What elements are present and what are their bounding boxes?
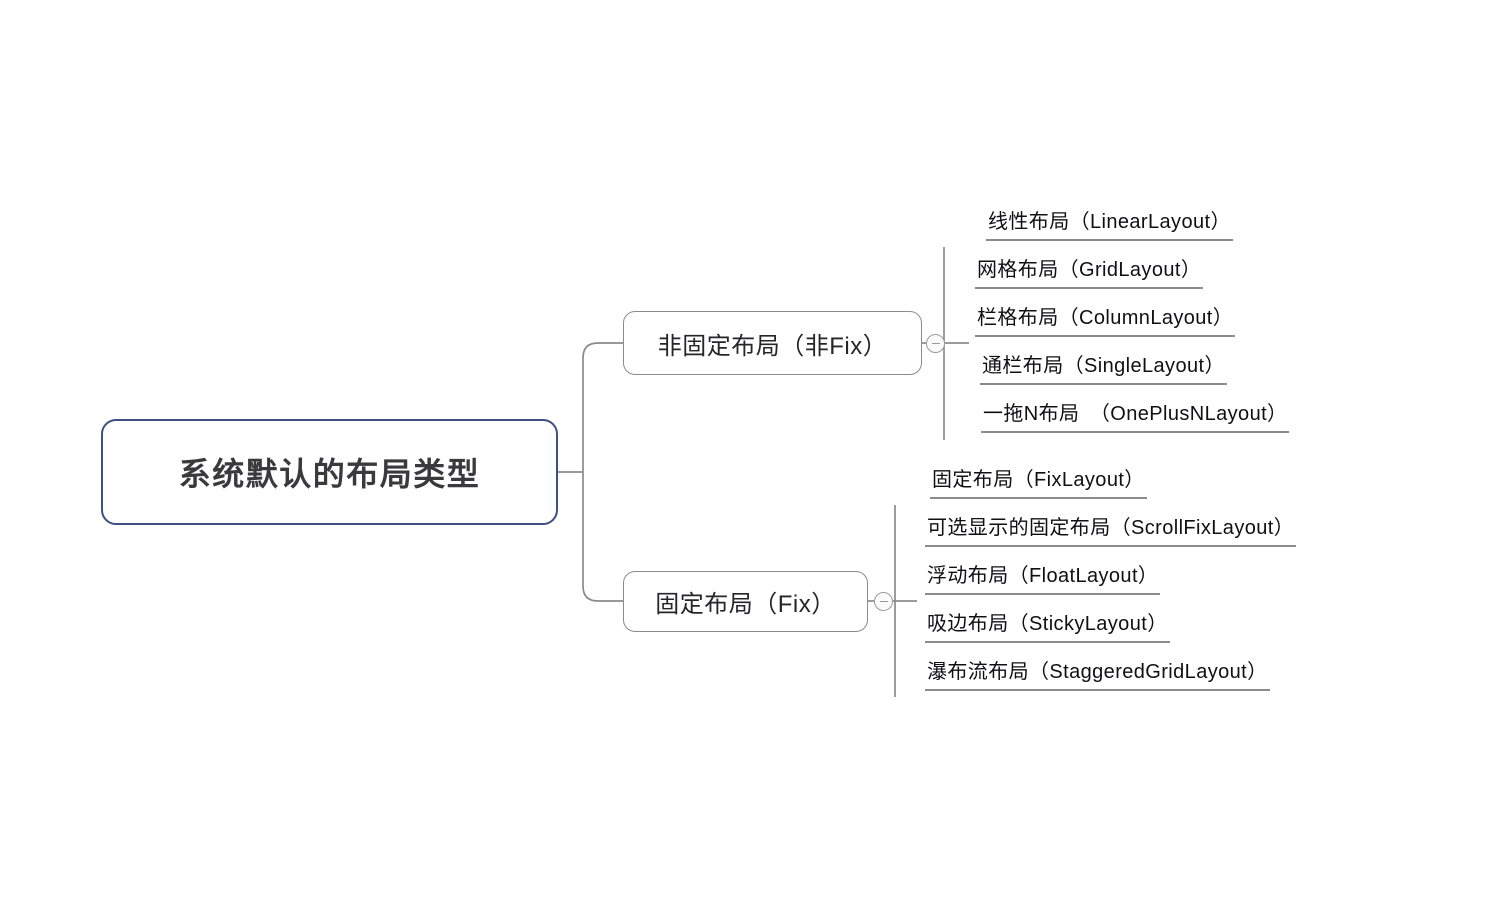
leaf-underline xyxy=(925,689,1270,691)
root-node-label: 系统默认的布局类型 xyxy=(178,456,481,492)
minus-circle-icon[interactable] xyxy=(874,592,893,611)
leaf-underline xyxy=(986,239,1233,241)
leaf-item-label: 网格布局（GridLayout） xyxy=(977,259,1202,281)
leaf-underline xyxy=(925,545,1296,547)
branch-node-label: 非固定布局（非Fix） xyxy=(657,332,888,360)
leaf-underline xyxy=(925,641,1170,643)
leaf-item-label: 吸边布局（StickyLayout） xyxy=(927,613,1168,635)
root-to-branch-0-line xyxy=(582,342,623,472)
minus-glyph xyxy=(879,600,888,603)
root-to-branch-1-line xyxy=(582,472,623,602)
leaf-item-label: 浮动布局（FloatLayout） xyxy=(927,565,1159,587)
leaf-underline xyxy=(981,431,1289,433)
branch-node-non-fixed[interactable]: 非固定布局（非Fix） xyxy=(623,311,922,375)
leaf-item[interactable]: 线性布局（LinearLayout） xyxy=(986,212,1233,241)
leaf-item-label: 一拖N布局 （OnePlusNLayout） xyxy=(983,403,1288,425)
leaf-item-label: 可选显示的固定布局（ScrollFixLayout） xyxy=(927,517,1295,539)
leaf-item[interactable]: 浮动布局（FloatLayout） xyxy=(925,566,1160,595)
leaf-item[interactable]: 一拖N布局 （OnePlusNLayout） xyxy=(981,404,1289,433)
leaf-underline xyxy=(930,497,1147,499)
leaf-item[interactable]: 栏格布局（ColumnLayout） xyxy=(975,308,1235,337)
leaf-underline xyxy=(980,383,1227,385)
minus-circle-icon[interactable] xyxy=(926,334,945,353)
leaf-item-label: 栏格布局（ColumnLayout） xyxy=(977,307,1234,329)
leaf-item[interactable]: 可选显示的固定布局（ScrollFixLayout） xyxy=(925,518,1296,547)
leaf-item[interactable]: 网格布局（GridLayout） xyxy=(975,260,1203,289)
leaf-item[interactable]: 吸边布局（StickyLayout） xyxy=(925,614,1170,643)
minus-glyph xyxy=(931,342,940,345)
leaf-item-label: 通栏布局（SingleLayout） xyxy=(982,355,1225,377)
leaf-item[interactable]: 固定布局（FixLayout） xyxy=(930,470,1147,499)
leaf-underline xyxy=(975,287,1203,289)
leaf-item[interactable]: 通栏布局（SingleLayout） xyxy=(980,356,1227,385)
leaf-underline xyxy=(975,335,1235,337)
branch-node-label: 固定布局（Fix） xyxy=(655,591,836,618)
leaf-item[interactable]: 瀑布流布局（StaggeredGridLayout） xyxy=(925,662,1270,691)
leaf-item-label: 固定布局（FixLayout） xyxy=(932,469,1145,491)
leaf-underline xyxy=(925,593,1160,595)
root-node[interactable]: 系统默认的布局类型 xyxy=(101,419,558,525)
leaf-item-label: 线性布局（LinearLayout） xyxy=(988,211,1231,233)
leaf-item-label: 瀑布流布局（StaggeredGridLayout） xyxy=(927,661,1268,683)
branch-node-fixed[interactable]: 固定布局（Fix） xyxy=(623,571,868,632)
